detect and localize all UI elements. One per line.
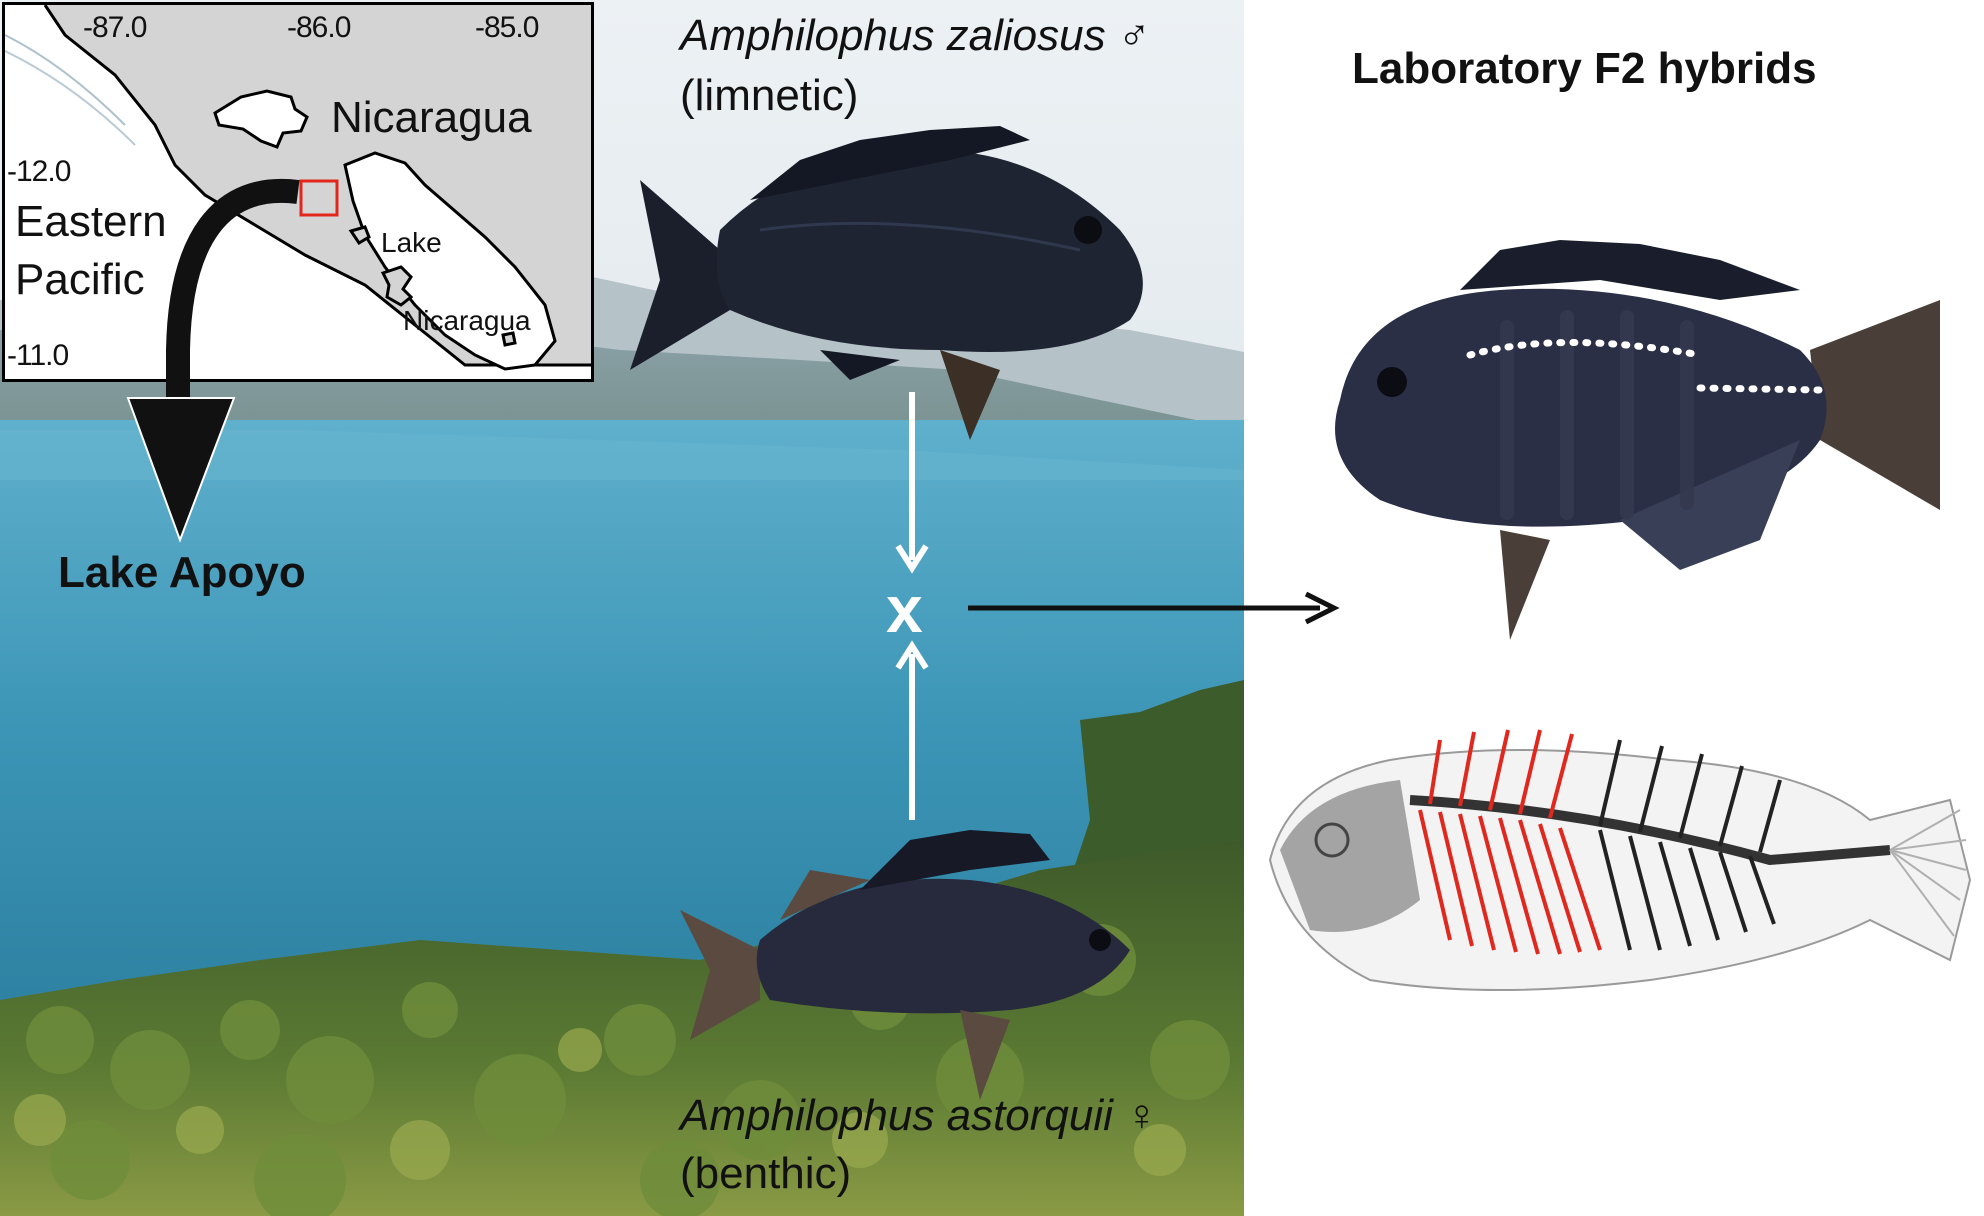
female-species-name: Amphilophus astorquii bbox=[680, 1091, 1113, 1140]
lake-managua-shape bbox=[213, 89, 309, 149]
lake-nicaragua-shape bbox=[343, 151, 557, 371]
male-species-name: Amphilophus zaliosus bbox=[680, 11, 1106, 60]
lat-tick: -11.0 bbox=[7, 339, 69, 372]
lake-label-line1: Lake bbox=[381, 227, 442, 258]
female-symbol: ♀ bbox=[1125, 1091, 1159, 1140]
country-label: Nicaragua bbox=[331, 93, 532, 142]
lateral-line-upper bbox=[1466, 339, 1704, 359]
lon-tick: -85.0 bbox=[475, 11, 539, 44]
female-ecotype: (benthic) bbox=[680, 1149, 852, 1198]
lake-apoyo-label: Lake Apoyo bbox=[58, 548, 306, 597]
male-symbol: ♂ bbox=[1117, 11, 1151, 60]
nicaragua-inset-map: -87.0 -86.0 -85.0 -12.0 -11.0 Nicaragua … bbox=[2, 2, 594, 382]
lake-apoyo-pointer-arrow bbox=[166, 178, 300, 400]
cross-symbol: x bbox=[886, 572, 923, 646]
male-ecotype: (limnetic) bbox=[680, 71, 859, 120]
limnetic-fish-photo bbox=[630, 126, 1143, 440]
hybrids-title: Laboratory F2 hybrids bbox=[1352, 44, 1817, 93]
lon-tick: -87.0 bbox=[83, 11, 147, 44]
lake-apoyo-marker bbox=[299, 179, 339, 217]
lake-apoyo-arrowhead bbox=[126, 397, 236, 543]
f2-hybrid-skeleton-xray bbox=[1268, 729, 1972, 991]
male-species-label: Amphilophus zaliosus ♂ bbox=[680, 10, 1151, 62]
lon-tick: -86.0 bbox=[287, 11, 351, 44]
offspring-arrowhead bbox=[1304, 591, 1340, 625]
male-cross-arrowhead bbox=[895, 544, 929, 574]
female-species-label: Amphilophus astorquii ♀ bbox=[680, 1090, 1158, 1142]
lat-tick: -12.0 bbox=[7, 155, 71, 188]
female-cross-arrowhead bbox=[895, 640, 929, 670]
ocean-label-line1: Eastern bbox=[15, 197, 167, 246]
benthic-fish-photo bbox=[680, 830, 1130, 1100]
lake-label-line2: Nicaragua bbox=[403, 305, 531, 336]
f2-hybrid-fish-photo bbox=[1335, 240, 1940, 640]
ocean-label-line2: Pacific bbox=[15, 255, 145, 304]
